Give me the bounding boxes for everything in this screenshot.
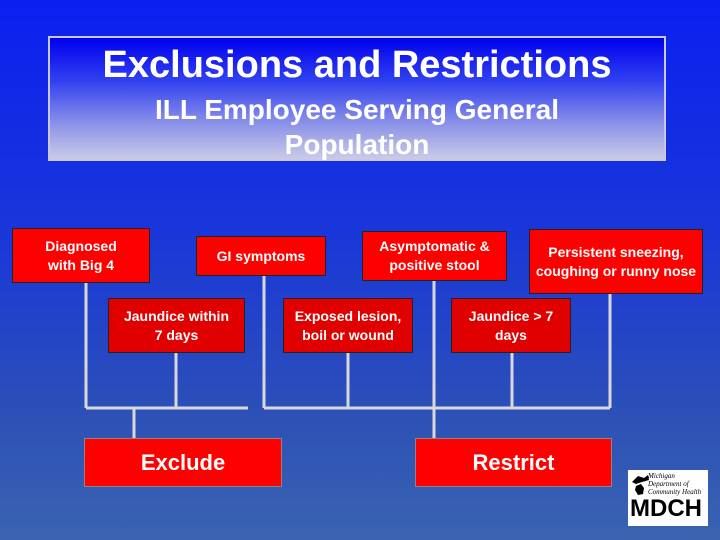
condition-gi-symptoms: GI symptoms bbox=[196, 236, 326, 276]
subtitle-line-2: Population bbox=[284, 129, 430, 160]
outcome-label: Restrict bbox=[472, 450, 555, 475]
condition-label: Persistent sneezing, coughing or runny n… bbox=[535, 243, 697, 279]
condition-exposed-lesion: Exposed lesion, boil or wound bbox=[283, 298, 413, 353]
mdch-logo: Michigan Department of Community Health … bbox=[628, 470, 708, 526]
outcome-restrict: Restrict bbox=[415, 438, 612, 487]
logo-org-text: Michigan Department of Community Health bbox=[648, 472, 702, 496]
outcome-label: Exclude bbox=[140, 450, 226, 475]
logo-letters: MDCH bbox=[630, 495, 702, 522]
title-banner: Exclusions and Restrictions ILL Employee… bbox=[48, 36, 666, 161]
condition-persistent-sneezing: Persistent sneezing, coughing or runny n… bbox=[529, 229, 703, 294]
condition-asymptomatic: Asymptomatic & positive stool bbox=[362, 231, 507, 281]
condition-label: Diagnosed with Big 4 bbox=[45, 237, 117, 273]
page-title: Exclusions and Restrictions bbox=[102, 44, 612, 86]
outcome-exclude: Exclude bbox=[84, 438, 282, 487]
condition-label: Jaundice > 7 days bbox=[468, 307, 554, 343]
condition-diagnosed-big4: Diagnosed with Big 4 bbox=[12, 228, 150, 283]
condition-label: Asymptomatic & positive stool bbox=[379, 238, 490, 273]
condition-jaundice-more-7: Jaundice > 7 days bbox=[451, 298, 571, 353]
condition-label: GI symptoms bbox=[216, 247, 306, 264]
subtitle-line-1: ILL Employee Serving General bbox=[154, 94, 560, 125]
michigan-map-icon bbox=[632, 475, 649, 495]
condition-label: Exposed lesion, boil or wound bbox=[294, 307, 402, 343]
condition-jaundice-within-7: Jaundice within 7 days bbox=[108, 298, 245, 353]
condition-label: Jaundice within 7 days bbox=[123, 307, 229, 343]
